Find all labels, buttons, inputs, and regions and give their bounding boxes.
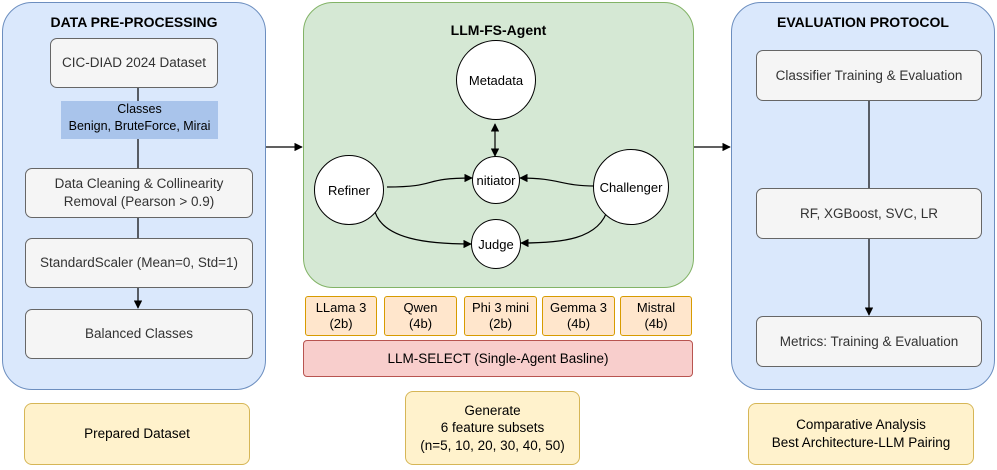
baseline-box[interactable]: LLM-SELECT (Single-Agent Basline) (303, 340, 693, 377)
challenger-to-judge-arrow (520, 207, 609, 248)
baseline-label: LLM-SELECT (Single-Agent Basline) (387, 351, 609, 366)
comparative-analysis-box[interactable]: Comparative Analysis Best Architecture-L… (748, 403, 974, 465)
feature-subsets-line1: Generate (464, 402, 521, 418)
evaluation-title: EVALUATION PROTOCOL (777, 14, 949, 30)
prepared-dataset-label: Prepared Dataset (84, 426, 190, 442)
metrics-label: Metrics: Training & Evaluation (779, 333, 959, 349)
preprocessing-title: DATA PRE-PROCESSING (50, 14, 218, 30)
model-gemma3-name: Gemma 3 (549, 299, 608, 315)
model-mistral[interactable]: Mistral (4b) (620, 296, 692, 336)
feature-subsets-line3: (n=5, 10, 20, 30, 40, 50) (420, 437, 565, 453)
balanced-box[interactable]: Balanced Classes (25, 309, 253, 359)
initiator-label: nitiator (476, 172, 516, 188)
classifiers-box[interactable]: RF, XGBoost, SVC, LR (756, 188, 982, 239)
classes-label: Classes Benign, BruteForce, Mirai (61, 101, 218, 139)
metadata-node[interactable]: Metadata (456, 40, 536, 120)
cleaning-line1: Data Cleaning & Collinearity (54, 176, 224, 192)
refiner-to-initiator-arrow (386, 173, 473, 188)
classes-list: Benign, BruteForce, Mirai (68, 118, 211, 133)
model-llama3-name: LLama 3 (315, 299, 367, 315)
prepared-dataset-box[interactable]: Prepared Dataset (24, 403, 250, 465)
judge-node[interactable]: Judge (471, 219, 521, 269)
model-qwen-name: Qwen (403, 299, 438, 315)
model-phi3[interactable]: Phi 3 mini (2b) (464, 296, 537, 336)
refiner-node[interactable]: Refiner (314, 155, 384, 225)
challenger-label: Challenger (599, 179, 663, 195)
model-qwen[interactable]: Qwen (4b) (384, 296, 457, 336)
classifiers-label: RF, XGBoost, SVC, LR (799, 205, 939, 221)
model-mistral-size: (4b) (644, 316, 668, 331)
metrics-box[interactable]: Metrics: Training & Evaluation (756, 316, 982, 367)
feature-subsets-line2: 6 feature subsets (440, 420, 545, 436)
comparative-line2: Best Architecture-LLM Pairing (771, 435, 951, 450)
dataset-box[interactable]: CIC-DIAD 2024 Dataset (50, 38, 218, 88)
training-label: Classifier Training & Evaluation (775, 67, 963, 83)
agent-title: LLM-FS-Agent (450, 22, 547, 38)
model-llama3[interactable]: LLama 3 (2b) (305, 296, 377, 336)
model-phi3-size: (2b) (488, 316, 513, 331)
model-qwen-size: (4b) (408, 316, 433, 331)
model-gemma3[interactable]: Gemma 3 (4b) (542, 296, 615, 336)
dataset-label: CIC-DIAD 2024 Dataset (61, 55, 207, 71)
scaler-box[interactable]: StandardScaler (Mean=0, Std=1) (25, 238, 253, 288)
judge-label: Judge (478, 236, 514, 252)
initiator-node[interactable]: nitiator (472, 156, 520, 204)
model-phi3-name: Phi 3 mini (471, 299, 530, 315)
refiner-to-judge-arrow (373, 207, 472, 249)
model-gemma3-size: (4b) (566, 316, 591, 331)
model-llama3-size: (2b) (329, 316, 353, 331)
balanced-label: Balanced Classes (84, 326, 194, 342)
cleaning-box[interactable]: Data Cleaning & Collinearity Removal (Pe… (25, 168, 253, 218)
classes-title: Classes (117, 102, 162, 116)
refiner-label: Refiner (328, 182, 370, 198)
challenger-node[interactable]: Challenger (593, 149, 669, 225)
cleaning-line2: Removal (Pearson > 0.9) (63, 194, 215, 209)
model-mistral-name: Mistral (636, 299, 676, 315)
metadata-label: Metadata (468, 72, 524, 88)
training-box[interactable]: Classifier Training & Evaluation (756, 50, 982, 101)
feature-subsets-box[interactable]: Generate 6 feature subsets (n=5, 10, 20,… (405, 391, 580, 465)
scaler-label: StandardScaler (Mean=0, Std=1) (39, 255, 239, 271)
comparative-line1: Comparative Analysis (796, 417, 926, 433)
challenger-to-initiator-arrow (519, 173, 596, 187)
